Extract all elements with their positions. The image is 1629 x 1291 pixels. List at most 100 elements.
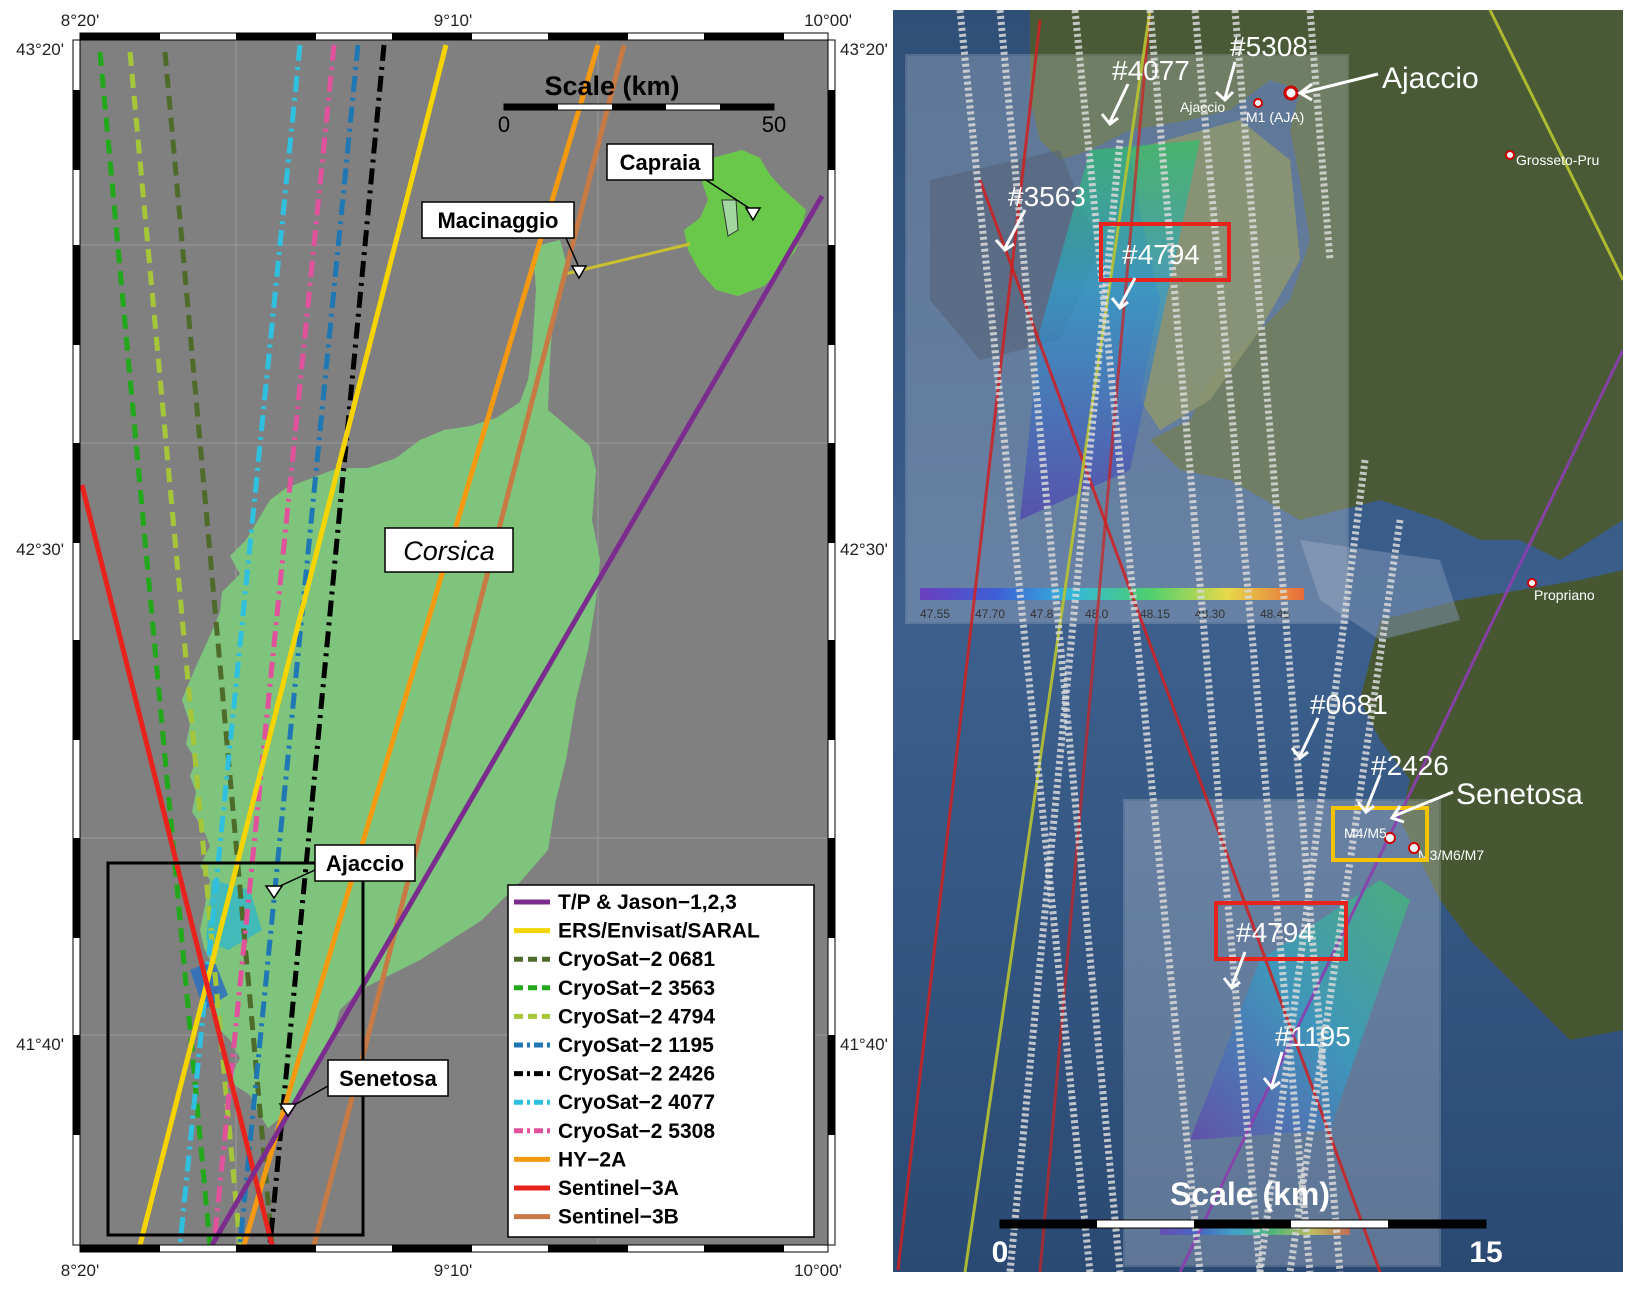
right-scale-title: Scale (km) [1170,1176,1330,1212]
left-map-content [80,40,828,1245]
right-scale-max: 15 [1469,1236,1502,1269]
place-macinaggio-text: Macinaggio [437,208,558,233]
right-land-north [1030,10,1623,560]
track-label-1195: #1195 [1275,1021,1351,1052]
capraia-marker-icon [744,207,762,222]
highlight-box-4794-south [1214,901,1348,961]
small-label-m3m6m7: M3/M6/M7 [1418,847,1484,863]
legend-label: CryoSat−2 0681 [558,948,715,971]
legend-item: HY−2A [514,1148,626,1171]
legend-box [507,884,815,1238]
tick-right-0: 43°20' [840,40,888,59]
track-label-0681: #0681 [1310,689,1388,720]
colorbar-tick-4: 48.15 [1140,607,1170,621]
track-label-4794-south: #4794 [1236,917,1314,948]
capraia-island [684,150,806,296]
legend-item: ERS/Envisat/SARAL [514,920,760,943]
tick-right-2: 41°40' [840,1035,888,1054]
legend-item: CryoSat−2 5308 [514,1120,715,1143]
right-map: 47.55 47.70 47.8 48.0 48.15 48.30 48.45 [893,10,1623,1272]
legend-label: CryoSat−2 3563 [558,977,715,1000]
left-scale-min: 0 [498,112,510,137]
tick-left-2: 41°40' [16,1035,64,1054]
colorbar-north [920,588,1304,600]
legend-label: CryoSat−2 4794 [558,1005,715,1028]
small-label-m4m5: M4/M5 [1344,825,1387,841]
senetosa-site-icon [1384,832,1396,844]
place-senetosa: Senetosa [278,1059,449,1118]
tick-top-0: 8°20' [61,11,99,30]
tick-bottom-0: 8°20' [61,1261,99,1280]
legend-label: CryoSat−2 4077 [558,1091,715,1114]
place-senetosa-text: Senetosa [339,1066,438,1091]
ground-tracks [80,44,825,1245]
ajaccio-marker-icon [264,885,284,900]
corsica-label-text: Corsica [403,536,495,566]
msh-field-north [1020,140,1200,520]
legend-item: Sentinel−3A [514,1177,679,1200]
macinaggio-marker-icon [570,265,588,280]
highlight-box-4794-north [1099,222,1231,282]
left-scale-max: 50 [762,112,786,137]
senetosa-marker-icon [278,1103,298,1118]
right-scale-min: 0 [992,1236,1009,1269]
left-map-frame [72,32,836,1253]
right-scale-bar: Scale (km) 0 15 [992,1176,1503,1269]
legend-label: HY−2A [558,1148,626,1171]
tick-right-1: 42°30' [840,540,888,559]
legend-label: CryoSat−2 5308 [558,1120,715,1143]
legend-label: CryoSat−2 2426 [558,1063,715,1086]
right-map-content: 47.55 47.70 47.8 48.0 48.15 48.30 48.45 [896,10,1623,1272]
legend-item: CryoSat−2 0681 [514,948,715,971]
track-label-4794-north: #4794 [1122,239,1200,270]
tick-bottom-2: 10°00' [794,1261,842,1280]
tick-bottom-1: 9°10' [434,1261,472,1280]
legend-item: CryoSat−2 3563 [514,977,715,1000]
highlight-box-senetosa [1331,806,1429,862]
legend-label: Sentinel−3A [558,1177,679,1200]
legend-item: CryoSat−2 4794 [514,1005,715,1028]
corsica-label: Corsica [384,527,514,573]
tick-left-1: 42°30' [16,540,64,559]
right-place-ajaccio: Ajaccio [1382,62,1479,95]
legend-item: CryoSat−2 1195 [514,1034,714,1057]
left-map: 8°20' 9°10' 10°00' 8°20' 9°10' 10°00' 43… [16,11,888,1280]
track-label-4077: #4077 [1112,55,1190,86]
small-label-m1: M1 (AJA) [1246,109,1304,125]
colorbar-tick-1: 47.70 [975,607,1005,621]
left-map-ticks: 8°20' 9°10' 10°00' 8°20' 9°10' 10°00' 43… [16,11,888,1280]
track-label-2426: #2426 [1371,750,1449,781]
left-scale-title: Scale (km) [544,71,679,101]
legend-label: CryoSat−2 1195 [558,1034,714,1057]
small-label-grosseto: Grosseto-Pru [1516,152,1599,168]
track-id-labels [994,61,1454,1091]
place-ajaccio-text: Ajaccio [326,851,404,876]
track-label-5308: #5308 [1230,31,1308,62]
small-label-propriano: Propriano [1534,587,1595,603]
place-capraia-text: Capraia [620,150,701,175]
legend-item: CryoSat−2 2426 [514,1063,715,1086]
colorbar-tick-2: 47.8 [1030,607,1054,621]
right-place-senetosa: Senetosa [1456,778,1583,811]
left-scale-bar: Scale (km) 0 50 [498,71,786,137]
legend-label: ERS/Envisat/SARAL [558,920,760,943]
zoom-box [106,861,365,1237]
place-capraia: Capraia [606,143,762,222]
corsica-landmass [182,240,600,1128]
legend-label: T/P & Jason−1,2,3 [558,891,737,914]
tick-top-1: 9°10' [434,11,472,30]
legend-label: Sentinel−3B [558,1206,679,1229]
legend-item: Sentinel−3B [514,1206,679,1229]
place-macinaggio: Macinaggio [421,201,588,280]
tick-left-0: 43°20' [16,40,64,59]
cryosat-ground-tracks [956,10,1404,1272]
colorbar-tick-0: 47.55 [920,607,950,621]
legend-item: T/P & Jason−1,2,3 [514,891,737,914]
right-land-south [1360,570,1623,1040]
track-label-3563: #3563 [1008,181,1086,212]
legend-item: CryoSat−2 4077 [514,1091,715,1114]
ajaccio-site-icon [1283,85,1299,101]
